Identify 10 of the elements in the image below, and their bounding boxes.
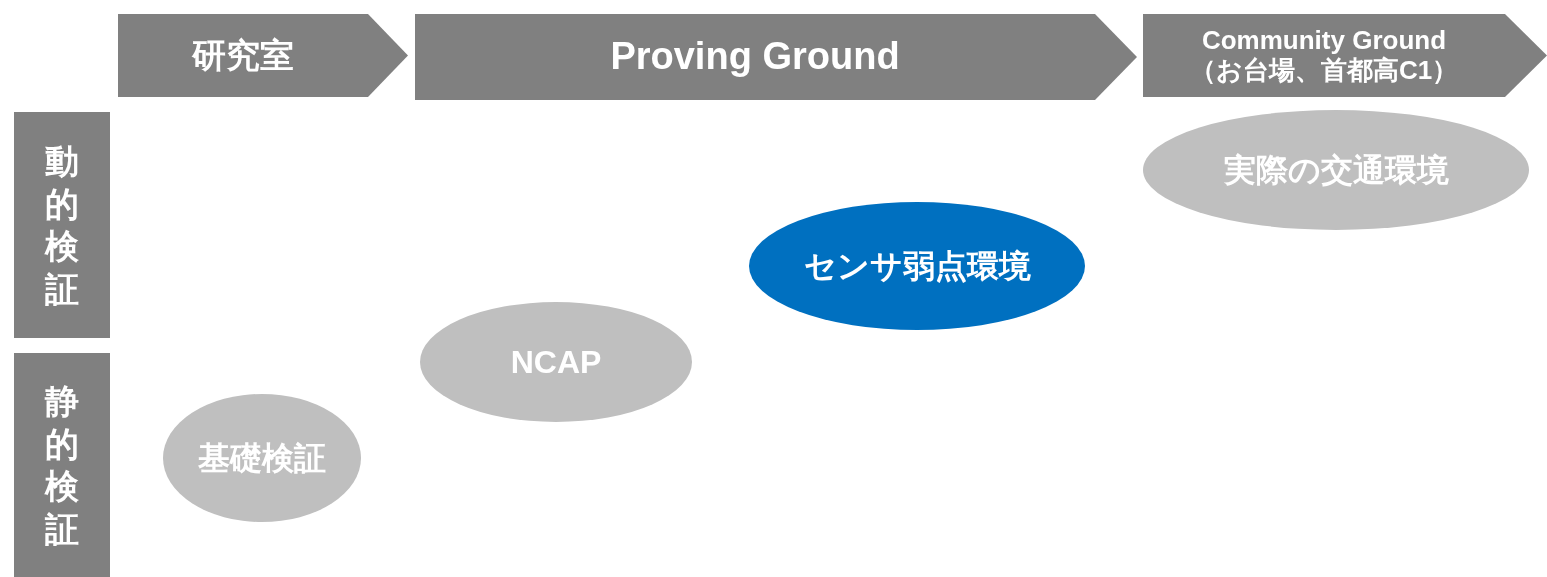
ellipse-label: 実際の交通環境 xyxy=(1223,151,1449,189)
ellipse-label: 基礎検証 xyxy=(198,439,326,477)
stage-label: 研究室 xyxy=(192,35,294,76)
stage-label: Community Ground xyxy=(1201,25,1447,56)
category-label: 静的検証 xyxy=(45,381,79,550)
stage-label: （お台場、首都高C1） xyxy=(1189,55,1459,86)
category-label: 動的検証 xyxy=(45,141,79,310)
ellipse-label: NCAP xyxy=(510,343,602,381)
stage-label: Proving Ground xyxy=(610,35,900,79)
ellipse-label: センサ弱点環境 xyxy=(803,247,1031,285)
